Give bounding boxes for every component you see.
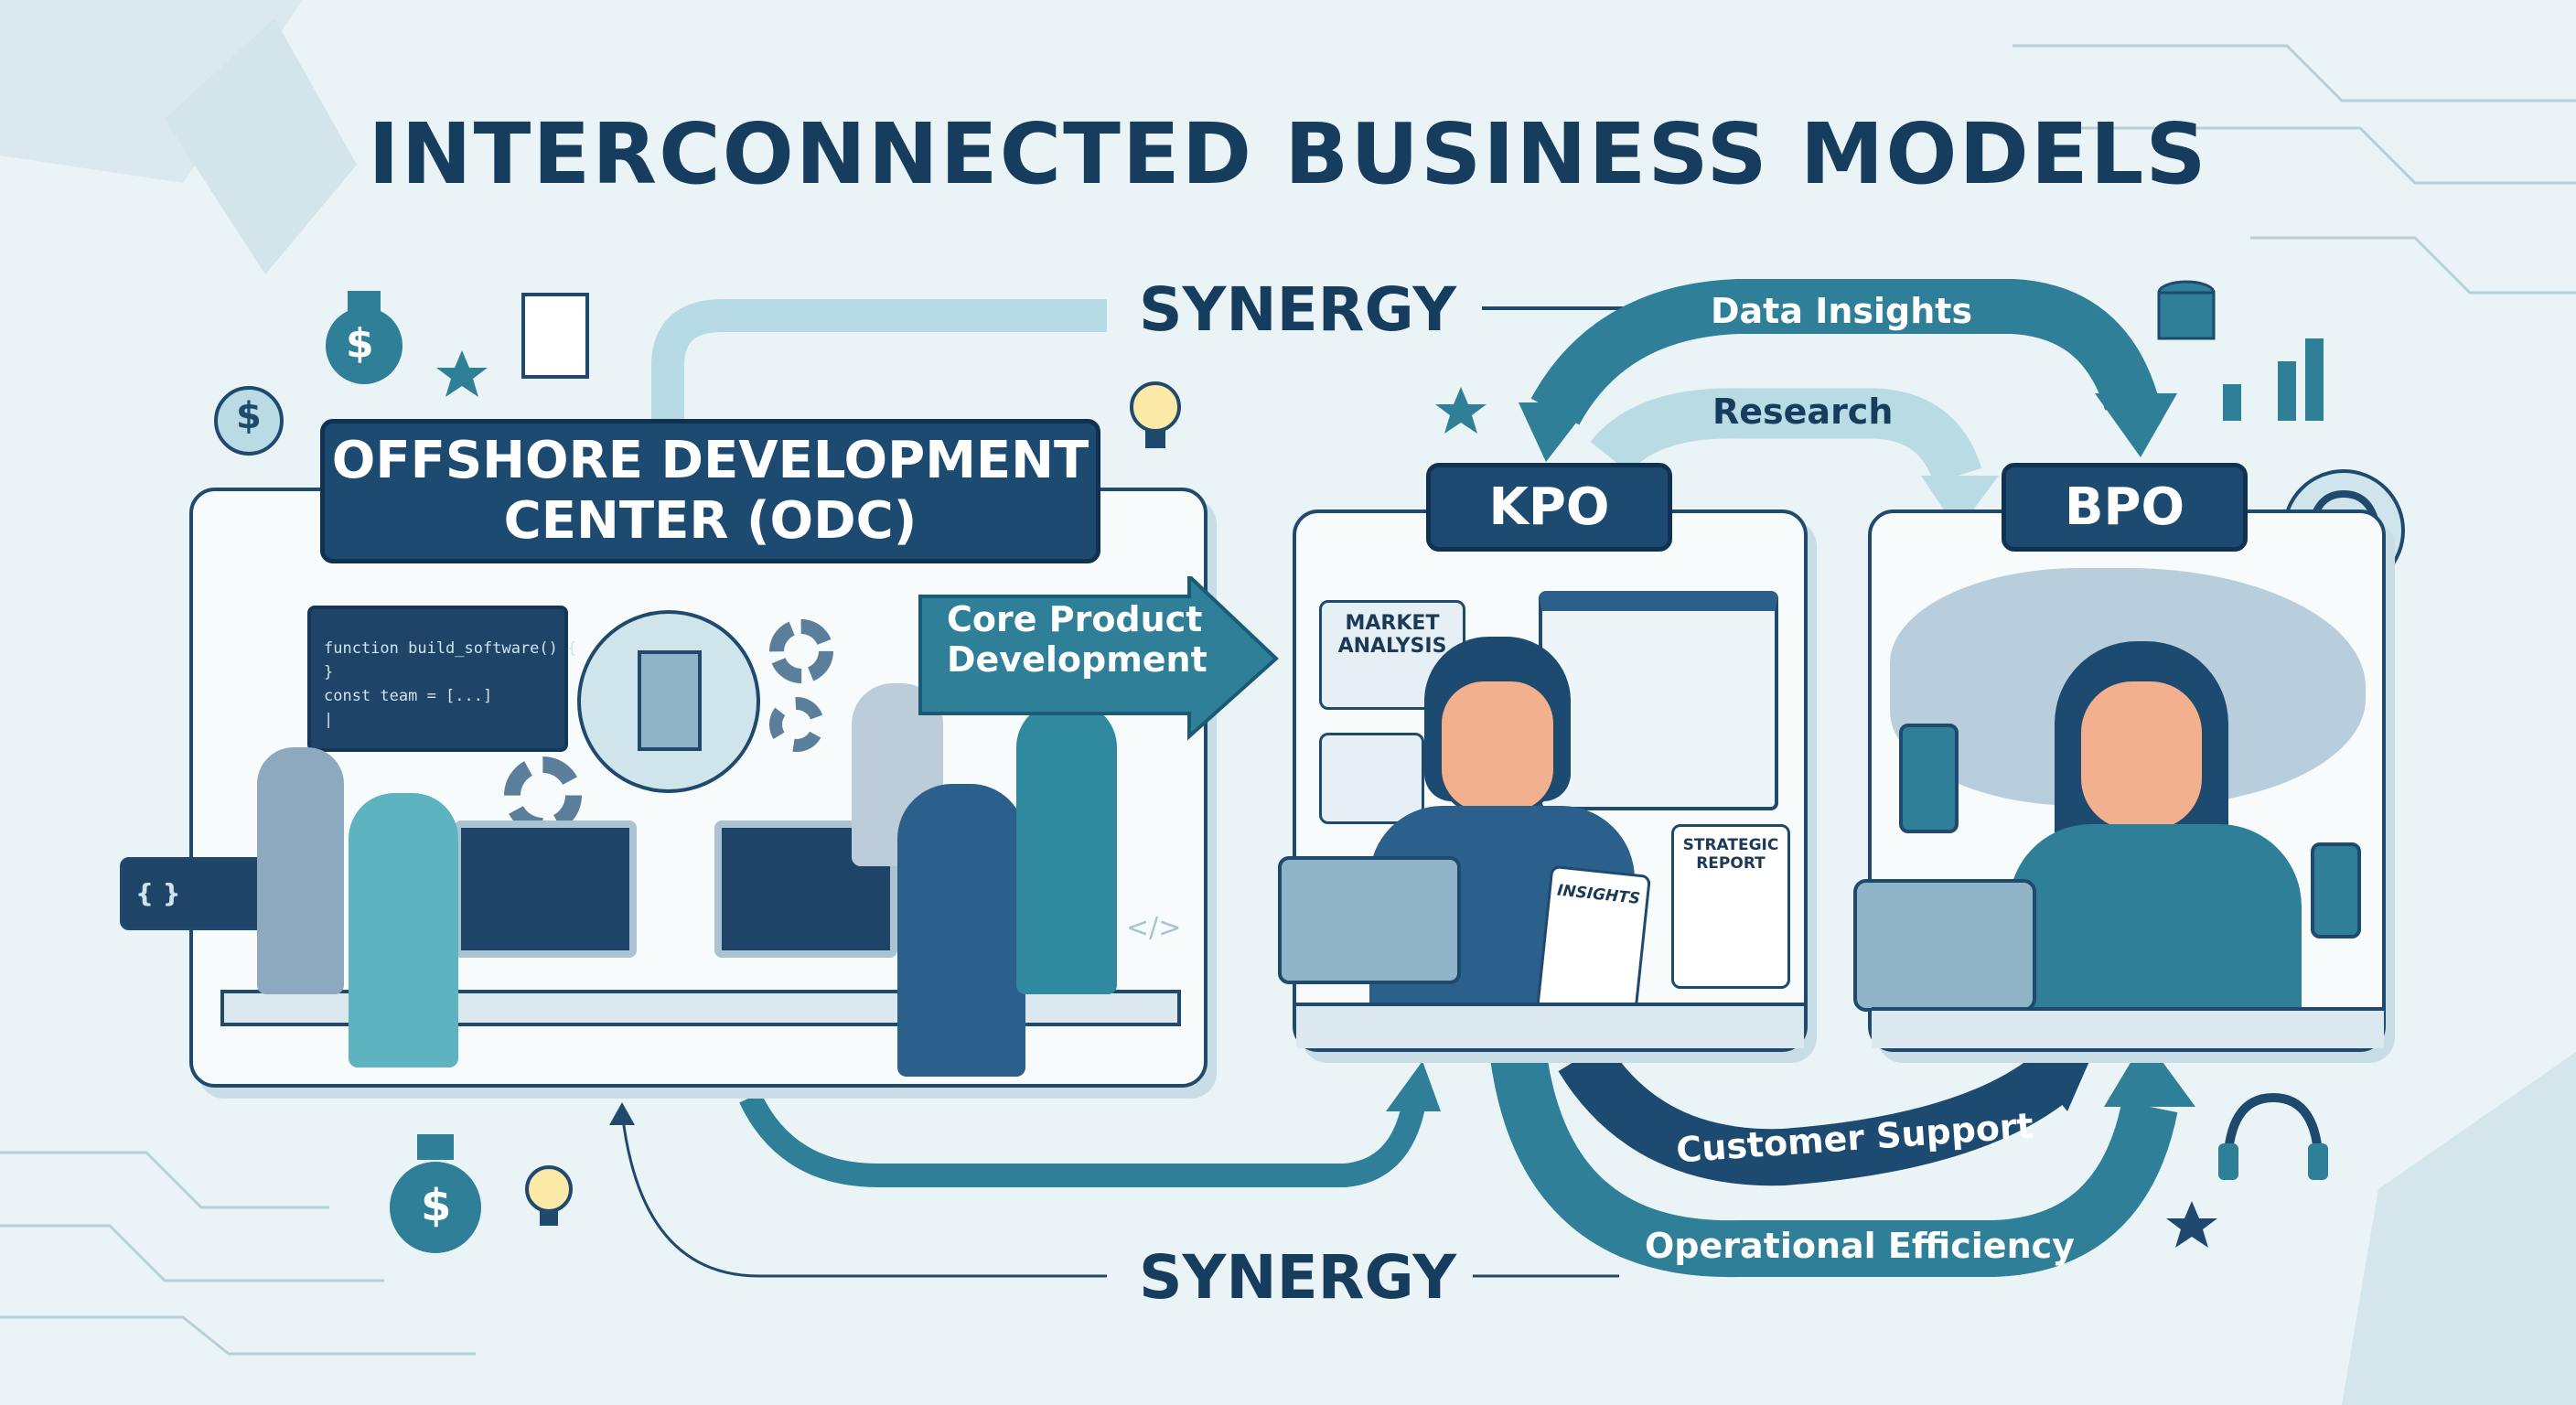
laptop-icon bbox=[1853, 879, 2036, 1012]
growth-chart-icon bbox=[2223, 338, 2324, 421]
person-developer bbox=[1016, 702, 1117, 994]
growth-chart-card bbox=[1319, 733, 1424, 824]
bpo-label: BPO bbox=[2002, 463, 2248, 552]
decor-shape bbox=[165, 18, 357, 274]
money-bag-icon bbox=[326, 291, 402, 384]
core-product-arrow bbox=[918, 576, 1279, 741]
arrow-head bbox=[1386, 1061, 1441, 1111]
bpo-panel bbox=[1853, 509, 2386, 1052]
headset-icon bbox=[2218, 1092, 2328, 1180]
gear-icon bbox=[769, 619, 833, 683]
research-label: Research bbox=[1712, 391, 1894, 432]
card-text: REPORT bbox=[1696, 854, 1766, 873]
code-tag-icon: </> bbox=[1126, 912, 1182, 944]
data-insights-label: Data Insights bbox=[1711, 291, 1973, 331]
card-text: ANALYSIS bbox=[1337, 635, 1447, 658]
person-developer bbox=[897, 784, 1025, 1077]
research-arrow bbox=[1590, 388, 1982, 485]
lightbulb-icon bbox=[525, 1165, 573, 1226]
kpo-label: KPO bbox=[1426, 463, 1672, 552]
arrow-head-research bbox=[1921, 476, 1999, 531]
core-product-line: Core Product bbox=[947, 599, 1203, 639]
person-support-agent-body bbox=[2009, 824, 2302, 1021]
decor-shape bbox=[0, 0, 302, 183]
decor-shape bbox=[2342, 1052, 2576, 1405]
person-developer bbox=[349, 793, 458, 1067]
page-title: INTERCONNECTED BUSINESS MODELS bbox=[368, 105, 2208, 203]
operational-efficiency-arrow bbox=[1490, 1052, 2178, 1278]
odc-to-kpo-arrow bbox=[739, 1092, 1425, 1187]
code-line: function build_software() { bbox=[324, 639, 577, 658]
insights-document: INSIGHTS bbox=[1535, 864, 1652, 1022]
database-icon bbox=[2157, 280, 2216, 340]
odc-title-line: CENTER (ODC) bbox=[503, 491, 918, 551]
arrow-head-bpo bbox=[2095, 393, 2177, 457]
monitor-icon bbox=[1278, 856, 1461, 984]
code-line: } bbox=[324, 663, 334, 681]
synergy-label-top: SYNERGY bbox=[1139, 274, 1456, 345]
star-icon bbox=[436, 350, 488, 397]
kpo-panel: MARKET ANALYSIS INSIGHTS STRATEGIC REPOR… bbox=[1278, 509, 1808, 1052]
building-shape bbox=[638, 650, 702, 751]
person-analyst-face bbox=[1438, 678, 1557, 815]
code-window: function build_software() { } const team… bbox=[307, 606, 577, 752]
office-building-icon bbox=[577, 610, 760, 793]
star-icon bbox=[2166, 1201, 2217, 1248]
lightbulb-icon bbox=[1130, 381, 1181, 448]
arrow-head-kpo bbox=[1519, 402, 1592, 462]
customer-support-arrow bbox=[1558, 1041, 2067, 1186]
circuit-lines bbox=[0, 44, 2576, 1356]
code-line: const team = [...] bbox=[324, 687, 493, 705]
card-text: STRATEGIC bbox=[1682, 836, 1779, 854]
dollar-icon: $ bbox=[236, 395, 262, 437]
monitor-icon bbox=[454, 820, 637, 958]
person-support-agent-face bbox=[2077, 678, 2206, 833]
mobile-phone-icon bbox=[1899, 724, 1959, 833]
coin-icon bbox=[214, 386, 284, 456]
arrow-head bbox=[609, 1102, 635, 1125]
dollar-icon: $ bbox=[346, 320, 374, 367]
desk bbox=[1872, 1007, 2384, 1048]
money-bag-icon bbox=[390, 1134, 481, 1253]
core-product-label: Core Product Development bbox=[947, 599, 1208, 680]
person-developer bbox=[257, 747, 344, 994]
document-icon bbox=[521, 293, 589, 379]
card-text: MARKET bbox=[1345, 612, 1440, 635]
odc-title-box: OFFSHORE DEVELOPMENT CENTER (ODC) bbox=[320, 419, 1100, 563]
phone-call-icon bbox=[2311, 842, 2361, 938]
data-insights-arrow bbox=[1530, 279, 2158, 425]
desk bbox=[1296, 1003, 1804, 1048]
odc-title-line: OFFSHORE DEVELOPMENT bbox=[331, 431, 1089, 490]
odc-panel: function build_software() { } const team… bbox=[120, 488, 1208, 1088]
synergy-label-bottom: SYNERGY bbox=[1139, 1242, 1456, 1313]
operational-efficiency-label: Operational Efficiency bbox=[1645, 1226, 2075, 1266]
dollar-icon: $ bbox=[421, 1180, 452, 1231]
star-icon bbox=[1435, 387, 1487, 434]
dashboard-window bbox=[1539, 591, 1778, 810]
synergy-top-connector bbox=[651, 299, 1107, 430]
arrow-head bbox=[2104, 1038, 2195, 1107]
strategic-report-document: STRATEGIC REPORT bbox=[1671, 824, 1790, 989]
arrow-head bbox=[2012, 1038, 2099, 1111]
synergy-bottom-line bbox=[620, 1110, 1107, 1278]
gear-icon bbox=[769, 697, 824, 752]
code-line: | bbox=[324, 711, 334, 729]
core-product-line: Development bbox=[947, 639, 1208, 680]
